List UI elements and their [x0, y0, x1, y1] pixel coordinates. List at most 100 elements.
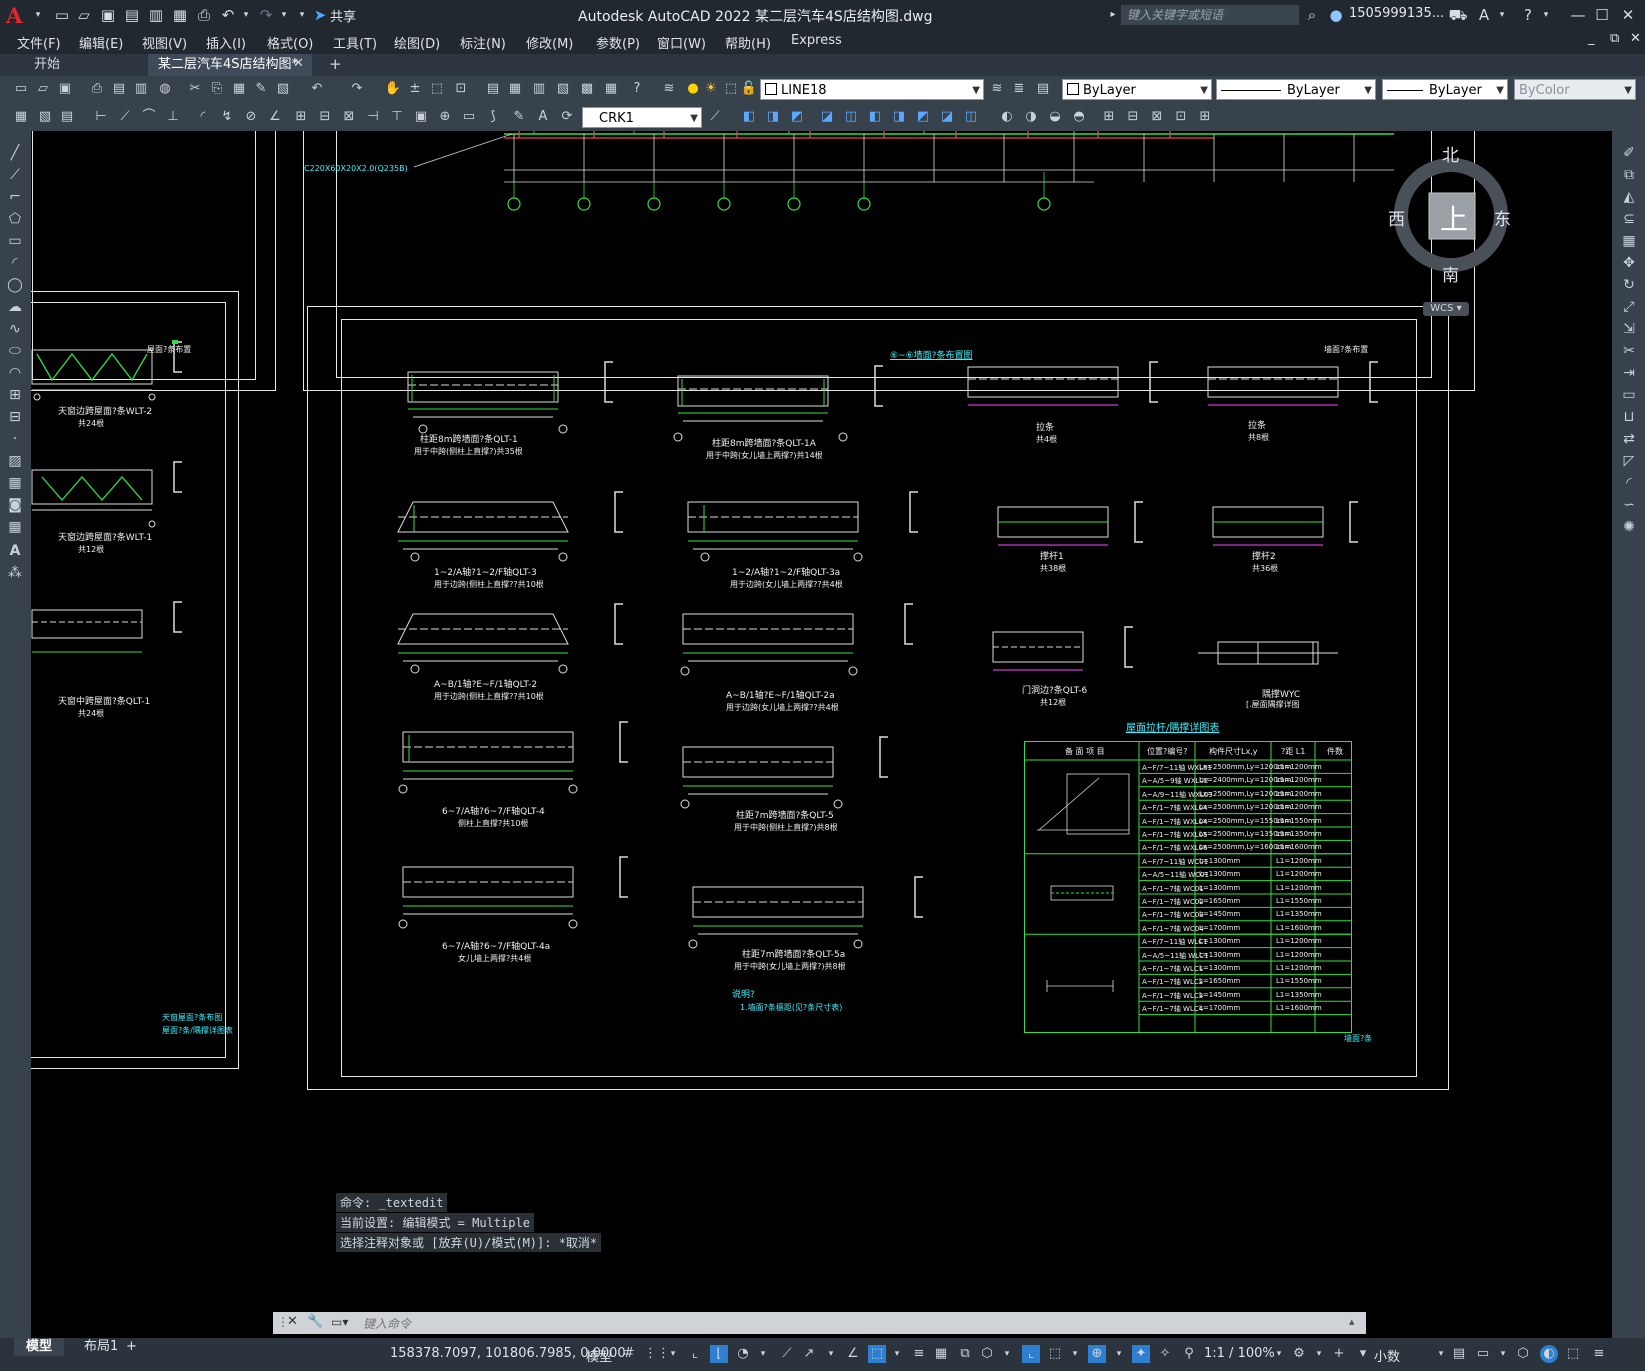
- linear-dim-icon[interactable]: ⊢: [95, 109, 107, 124]
- isolate-objects-icon[interactable]: ⬡: [1517, 1346, 1529, 1361]
- ordinate-dim-icon[interactable]: ⊥: [167, 109, 179, 124]
- recent-commands-icon[interactable]: ▭▾: [331, 1315, 349, 1329]
- dim-text-edit-icon[interactable]: A: [538, 109, 548, 124]
- multiline-text-icon[interactable]: A: [9, 543, 21, 559]
- ellipse-arc-icon[interactable]: ◠: [8, 365, 22, 381]
- zoom-realtime-icon[interactable]: ±: [409, 81, 421, 96]
- make-current-layer-icon[interactable]: ≋: [991, 81, 1003, 96]
- offset-icon[interactable]: ⊆: [1623, 211, 1635, 227]
- angular-dim-icon[interactable]: ∠: [269, 109, 281, 124]
- command-history-toggle-icon[interactable]: ▴: [1349, 1315, 1355, 1328]
- annotation-scale-icon[interactable]: ⚲: [1184, 1346, 1194, 1361]
- match-properties-icon[interactable]: ✎: [255, 81, 267, 96]
- view-se-iso-icon[interactable]: ◩: [916, 109, 930, 124]
- open-icon[interactable]: ▱: [38, 81, 48, 96]
- view-back-icon[interactable]: ◧: [868, 109, 882, 124]
- point-icon[interactable]: ·: [12, 431, 18, 447]
- region-icon[interactable]: ◙: [8, 497, 22, 513]
- workspace-dropdown-icon[interactable]: ▾: [1316, 1349, 1322, 1359]
- menu-format[interactable]: 格式(O): [267, 37, 314, 52]
- tab-model[interactable]: 模型: [14, 1338, 65, 1356]
- annotation-dropdown-icon[interactable]: ▾: [1116, 1349, 1122, 1359]
- osnap-dropdown-icon[interactable]: ▾: [894, 1349, 900, 1359]
- ortho-icon[interactable]: ⌊: [710, 1345, 728, 1363]
- save-icon[interactable]: ▣: [100, 6, 116, 24]
- chamfer-icon[interactable]: ◸: [1623, 453, 1635, 469]
- layer-properties-icon[interactable]: ≋: [663, 81, 675, 96]
- maximize-window-icon[interactable]: ☐: [1595, 6, 1609, 24]
- doc-restore-icon[interactable]: ⧉: [1610, 31, 1620, 46]
- open-web-icon[interactable]: ▥: [148, 6, 164, 24]
- polar-tracking-icon[interactable]: ◔: [737, 1346, 749, 1361]
- inspection-icon[interactable]: ▭: [462, 109, 476, 124]
- menu-view[interactable]: 视图(V): [142, 37, 188, 52]
- view-left-icon[interactable]: ◩: [790, 109, 804, 124]
- explode-icon[interactable]: ✺: [1623, 519, 1635, 535]
- customization-menu-icon[interactable]: ≡: [1593, 1346, 1605, 1361]
- tab-layout1[interactable]: 布局1: [84, 1339, 119, 1354]
- menu-parametric[interactable]: 参数(P): [596, 37, 640, 52]
- color-dropdown[interactable]: ByLayer▼: [1062, 79, 1212, 100]
- continue-dim-icon[interactable]: ⊠: [343, 109, 355, 124]
- doc-minimize-icon[interactable]: _: [1588, 31, 1595, 46]
- lock-ui-icon[interactable]: ▭: [1476, 1346, 1490, 1361]
- extend-icon[interactable]: ⇥: [1623, 365, 1635, 381]
- dynamic-input-icon[interactable]: ⌞: [1022, 1345, 1040, 1363]
- linetype-dropdown[interactable]: ByLayer▼: [1216, 79, 1376, 100]
- baseline-dim-icon[interactable]: ⊟: [319, 109, 331, 124]
- command-grip-icon[interactable]: ⋮: [277, 1315, 289, 1329]
- ucs-icon[interactable]: ⊞: [1103, 109, 1115, 124]
- units-chevron-icon[interactable]: ▾: [1438, 1349, 1444, 1359]
- viewcube-ring[interactable]: [1381, 143, 1521, 283]
- menu-edit[interactable]: 编辑(E): [79, 37, 124, 52]
- grid-icon[interactable]: #: [623, 1346, 635, 1361]
- calculator-icon[interactable]: ▦: [604, 81, 618, 96]
- clean-screen-icon[interactable]: ⬚: [1566, 1346, 1580, 1361]
- dim-style-manager-icon[interactable]: ⟋: [710, 109, 720, 124]
- search-expand-icon[interactable]: ▸: [1110, 9, 1116, 20]
- cart-icon[interactable]: ⛟: [1448, 6, 1468, 24]
- scale-icon[interactable]: ⤢: [1623, 299, 1635, 315]
- plot-icon[interactable]: ⎙: [197, 6, 210, 24]
- tab-drawing-file[interactable]: 某二层汽车4S店结构图*: [148, 54, 312, 76]
- hatch-icon[interactable]: ▨: [8, 453, 22, 469]
- fillet-icon[interactable]: ◜: [1626, 475, 1632, 491]
- infer-constraints-icon[interactable]: ⌞: [691, 1346, 699, 1361]
- plot-preview-icon[interactable]: ▤: [112, 81, 126, 96]
- search-icon[interactable]: ⌕: [1307, 6, 1317, 24]
- menu-help[interactable]: 帮助(H): [725, 37, 771, 52]
- scale-dropdown-icon[interactable]: ▾: [1276, 1349, 1282, 1359]
- dim-update-icon[interactable]: ⟳: [561, 109, 573, 124]
- viewcube-top-face[interactable]: 上: [1440, 203, 1469, 236]
- polygon-icon[interactable]: ⬠: [8, 211, 22, 227]
- transparency-icon[interactable]: ▦: [934, 1346, 948, 1361]
- user-icon[interactable]: ●: [1329, 6, 1343, 24]
- isodraft-icon[interactable]: ⟋: [782, 1346, 792, 1361]
- wireframe-icon[interactable]: ◒: [1049, 109, 1061, 124]
- dim-edit-icon[interactable]: ✎: [513, 109, 525, 124]
- gizmo-dropdown-icon[interactable]: ▾: [1072, 1349, 1078, 1359]
- lineweight-icon[interactable]: ≡: [913, 1346, 925, 1361]
- open-folder-icon[interactable]: ▱: [78, 6, 90, 24]
- zoom-window-icon[interactable]: ⬚: [430, 81, 444, 96]
- add-layout-icon[interactable]: +: [126, 1339, 137, 1354]
- ucs-world-icon[interactable]: ⊟: [1127, 109, 1139, 124]
- line-icon[interactable]: ╱: [10, 145, 20, 161]
- break-icon[interactable]: ⊔: [1623, 409, 1635, 425]
- layer-unlock-icon[interactable]: 🔓: [740, 81, 758, 96]
- units-value[interactable]: 小数: [1374, 1350, 1401, 1365]
- layer-previous-icon[interactable]: ≣: [1013, 81, 1025, 96]
- layer-states-icon[interactable]: ▤: [1036, 81, 1050, 96]
- ellipse-icon[interactable]: ⬭: [9, 343, 21, 359]
- mirror-icon[interactable]: ◭: [1623, 189, 1635, 205]
- object-snap-icon[interactable]: ⬚: [868, 1345, 886, 1363]
- menu-file[interactable]: 文件(F): [17, 37, 61, 52]
- share-button[interactable]: 共享: [330, 10, 357, 25]
- snap-icon[interactable]: ⋮⋮: [644, 1346, 670, 1361]
- menu-draw[interactable]: 绘图(D): [394, 37, 441, 52]
- snap-dropdown-icon[interactable]: ▾: [670, 1349, 676, 1359]
- plot-icon[interactable]: ⎙: [91, 81, 103, 96]
- help-icon[interactable]: ?: [633, 81, 641, 96]
- viewcube-south[interactable]: 南: [1442, 266, 1459, 286]
- doc-close-icon[interactable]: ✕: [1630, 31, 1641, 46]
